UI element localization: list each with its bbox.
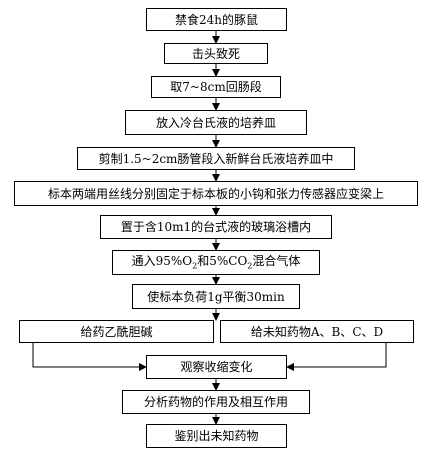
step-gas-mixture: 通入95%O2和5%CO2混合气体 — [112, 250, 320, 275]
step-load-equilibrate: 使标本负荷1g平衡30min — [132, 284, 300, 309]
step-label: 置于含10m1的台式液的玻璃浴槽内 — [120, 220, 312, 234]
step-give-acetylcholine: 给药乙酰胆碱 — [19, 320, 214, 343]
gas-text-2: 和5%CO — [197, 253, 248, 268]
gas-subscript-2: 2 — [247, 261, 253, 271]
step-cold-tyrode-dish: 放入冷台氏液的培养皿 — [125, 110, 307, 135]
step-cut-segments: 剪制1.5~2cm肠管段入新鲜台氏液培养皿中 — [77, 147, 355, 170]
step-fix-specimen: 标本两端用丝线分别固定于标本板的小钩和张力传感器应变梁上 — [14, 181, 418, 206]
step-label: 放入冷台氏液的培养皿 — [155, 115, 276, 130]
gas-text-1: 通入95%O — [131, 253, 193, 268]
arrow-10a-11 — [32, 343, 147, 371]
step-analyze-drugs: 分析药物的作用及相互作用 — [122, 390, 310, 414]
step-label: 给药乙酰胆碱 — [80, 324, 153, 339]
step-fasted-guinea-pig: 禁食24h的豚鼠 — [146, 8, 287, 31]
step-label: 剪制1.5~2cm肠管段入新鲜台氏液培养皿中 — [98, 151, 334, 166]
step-label: 禁食24h的豚鼠 — [175, 12, 258, 27]
step-observe-contraction: 观察收缩变化 — [146, 355, 287, 379]
step-take-ileum: 取7~8cm回肠段 — [151, 76, 281, 98]
step-label: 鉴别出未知药物 — [174, 429, 259, 443]
gas-text-3: 混合气体 — [252, 253, 301, 268]
step-label: 给未知药物A、B、C、D — [250, 324, 384, 339]
arrow-10b-11 — [286, 343, 387, 371]
step-label: 取7~8cm回肠段 — [170, 80, 262, 94]
step-label: 击头致死 — [191, 46, 240, 61]
gas-subscript-1: 2 — [192, 261, 198, 271]
step-label: 通入95%O2和5%CO2混合气体 — [132, 255, 301, 270]
step-label: 分析药物的作用及相互作用 — [143, 395, 288, 409]
step-identify-drugs: 鉴别出未知药物 — [146, 424, 287, 448]
step-label: 标本两端用丝线分别固定于标本板的小钩和张力传感器应变梁上 — [47, 186, 384, 201]
step-kill-by-head-strike: 击头致死 — [164, 43, 268, 64]
step-give-unknown-drugs: 给未知药物A、B、C、D — [220, 320, 414, 343]
step-bath-chamber: 置于含10m1的台式液的玻璃浴槽内 — [100, 215, 332, 239]
step-label: 使标本负荷1g平衡30min — [147, 289, 285, 304]
step-label: 观察收缩变化 — [180, 360, 253, 374]
